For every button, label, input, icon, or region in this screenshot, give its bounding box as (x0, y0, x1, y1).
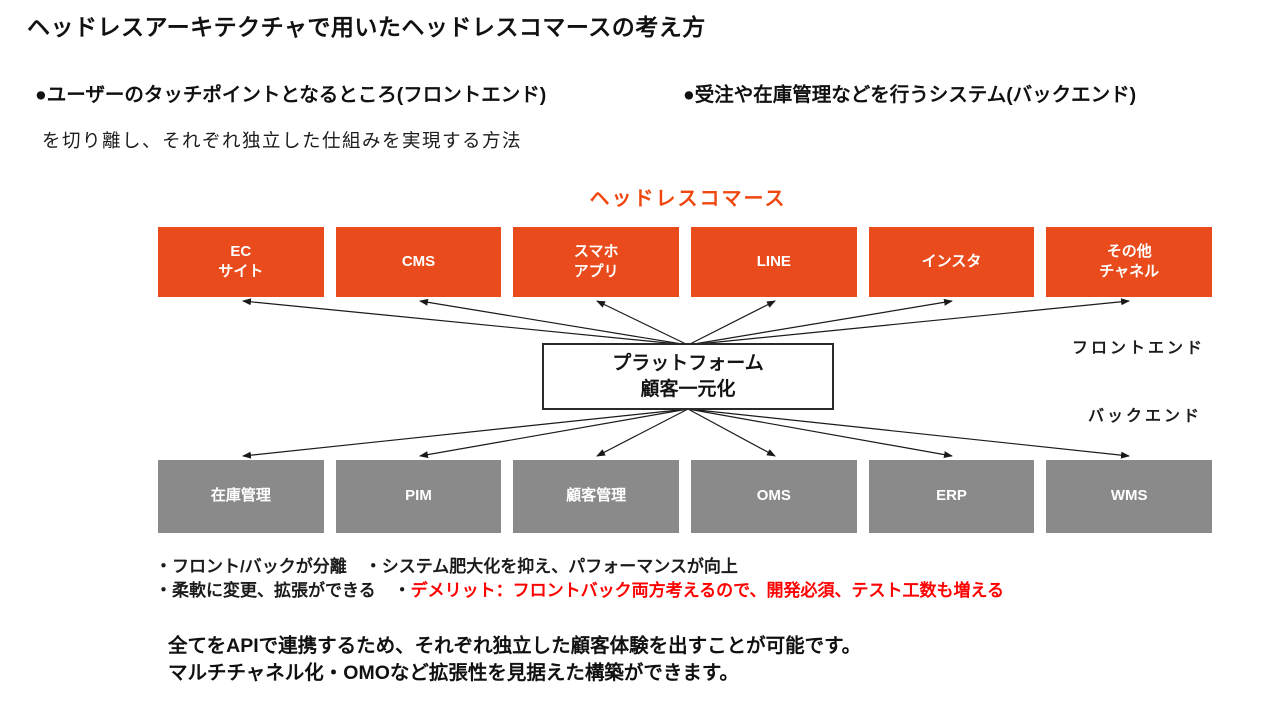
system-box-wms: WMS (1046, 460, 1213, 533)
demerit-bullet: ・ (393, 581, 411, 600)
merit-performance: ・システム肥大化を抑え、パフォーマンスが向上 (364, 557, 738, 576)
backend-label: バックエンド (1088, 408, 1203, 425)
system-box-inventory: 在庫管理 (158, 460, 324, 533)
frontend-channel-row: EC サイト CMS スマホ アプリ LINE インスタ その他 チャネル (158, 227, 1213, 297)
channel-box-smartphone-app: スマホ アプリ (513, 227, 680, 297)
summary-line-2: マルチチャネル化・OMOなど拡張性を見据えた構築ができます。 (168, 662, 739, 684)
system-box-crm: 顧客管理 (513, 460, 680, 533)
merit-separation: ・フロント/バックが分離 (155, 557, 347, 576)
channel-box-other: その他 チャネル (1046, 227, 1213, 297)
channel-box-cms: CMS (335, 227, 502, 297)
channel-box-line: LINE (691, 227, 857, 297)
point-backend: ●受注や在庫管理などを行うシステム(バックエンド) (683, 84, 1137, 106)
diagram-heading: ヘッドレスコマース (589, 188, 787, 210)
notes-line-1: ・フロント/バックが分離・システム肥大化を抑え、パフォーマンスが向上 (155, 555, 1004, 579)
backend-system-row: 在庫管理 PIM 顧客管理 OMS ERP WMS (158, 460, 1213, 533)
channel-box-instagram: インスタ (868, 227, 1035, 297)
system-box-pim: PIM (335, 460, 502, 533)
platform-box: プラットフォーム 顧客一元化 (542, 343, 834, 410)
summary-line-1: 全てをAPIで連携するため、それぞれ独立した顧客体験を出すことが可能です。 (168, 635, 862, 657)
summary-block: 全てをAPIで連携するため、それぞれ独立した顧客体験を出すことが可能です。 マル… (168, 633, 861, 687)
notes-line-2: ・柔軟に変更、拡張ができる・デメリット：フロントバック両方考えるので、開発必須、… (155, 579, 1004, 603)
demerit-text: デメリット：フロントバック両方考えるので、開発必須、テスト工数も増える (410, 581, 1004, 600)
merit-flexibility: ・柔軟に変更、拡張ができる (155, 581, 376, 600)
system-box-oms: OMS (691, 460, 857, 533)
frontend-label: フロントエンド (1072, 340, 1206, 357)
channel-box-ec-site: EC サイト (158, 227, 324, 297)
subtext: を切り離し、それぞれ独立した仕組みを実現する方法 (42, 130, 523, 151)
notes-block: ・フロント/バックが分離・システム肥大化を抑え、パフォーマンスが向上 ・柔軟に変… (155, 555, 1004, 603)
system-box-erp: ERP (868, 460, 1035, 533)
point-frontend: ●ユーザーのタッチポイントとなるところ(フロントエンド) (35, 84, 547, 106)
page-title: ヘッドレスアーキテクチャで用いたヘッドレスコマースの考え方 (27, 14, 706, 40)
